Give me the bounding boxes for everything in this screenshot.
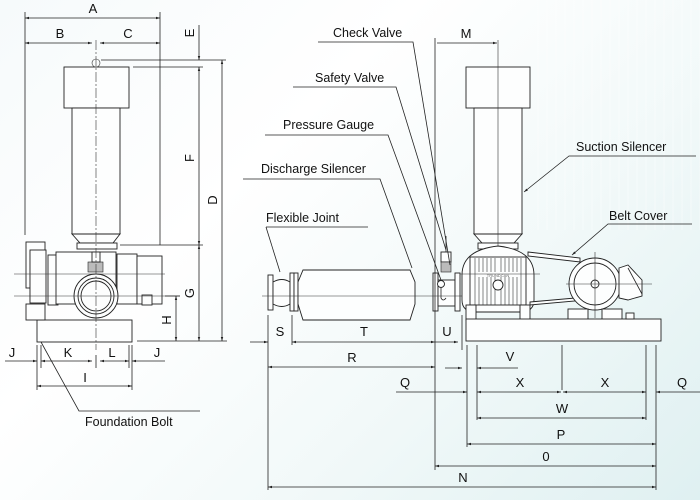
front-blower: TRUNDCAN bbox=[460, 245, 540, 321]
dim-J-left: J bbox=[9, 345, 16, 360]
front-view: TRUNDCAN bbox=[243, 26, 700, 490]
front-motor bbox=[566, 252, 652, 322]
dim-Q-left: Q bbox=[400, 375, 410, 390]
dim-A: A bbox=[89, 1, 98, 16]
dim-K: K bbox=[64, 345, 73, 360]
side-suction-silencer bbox=[63, 58, 130, 250]
dim-N: N bbox=[458, 470, 467, 485]
callout-pressure-gauge: Pressure Gauge bbox=[283, 118, 374, 132]
dim-W: W bbox=[556, 401, 569, 416]
dim-E: E bbox=[182, 28, 197, 37]
callout-check-valve: Check Valve bbox=[333, 26, 402, 40]
dim-J-right: J bbox=[154, 345, 161, 360]
dim-H: H bbox=[159, 315, 174, 324]
nameplate-text: TRUNDCAN bbox=[487, 273, 510, 278]
front-belt-cover bbox=[527, 251, 581, 263]
callout-foundation-bolt: Foundation Bolt bbox=[85, 415, 173, 429]
background-streaks bbox=[530, 0, 700, 230]
dim-R: R bbox=[347, 350, 356, 365]
dim-O: 0 bbox=[542, 449, 549, 464]
dim-G: G bbox=[182, 288, 197, 298]
dim-C: C bbox=[123, 26, 132, 41]
dim-T: T bbox=[360, 324, 368, 339]
side-base-frame bbox=[36, 319, 133, 343]
dim-U: U bbox=[442, 324, 451, 339]
front-discharge-line bbox=[262, 236, 470, 321]
dim-D: D bbox=[205, 195, 220, 204]
dim-P: P bbox=[557, 427, 566, 442]
front-suction-silencer bbox=[465, 40, 531, 270]
dim-V: V bbox=[506, 349, 515, 364]
dim-Q-right: Q bbox=[677, 375, 687, 390]
callout-suction-silencer: Suction Silencer bbox=[576, 140, 666, 154]
side-blower-body bbox=[25, 241, 163, 319]
dim-F: F bbox=[182, 154, 197, 162]
dim-L: L bbox=[108, 345, 115, 360]
dim-X-right: X bbox=[601, 375, 610, 390]
front-base-frame bbox=[465, 318, 662, 342]
dim-M: M bbox=[461, 26, 472, 41]
dim-X-left: X bbox=[516, 375, 525, 390]
side-view: A B C E F D G H J K L J I Foundation bbox=[5, 1, 227, 429]
callout-discharge-silencer: Discharge Silencer bbox=[261, 162, 366, 176]
callout-safety-valve: Safety Valve bbox=[315, 71, 384, 85]
callout-flexible-joint: Flexible Joint bbox=[266, 211, 339, 225]
dim-S: S bbox=[276, 324, 285, 339]
dim-B: B bbox=[56, 26, 65, 41]
dim-I: I bbox=[83, 370, 87, 385]
callout-belt-cover: Belt Cover bbox=[609, 209, 667, 223]
